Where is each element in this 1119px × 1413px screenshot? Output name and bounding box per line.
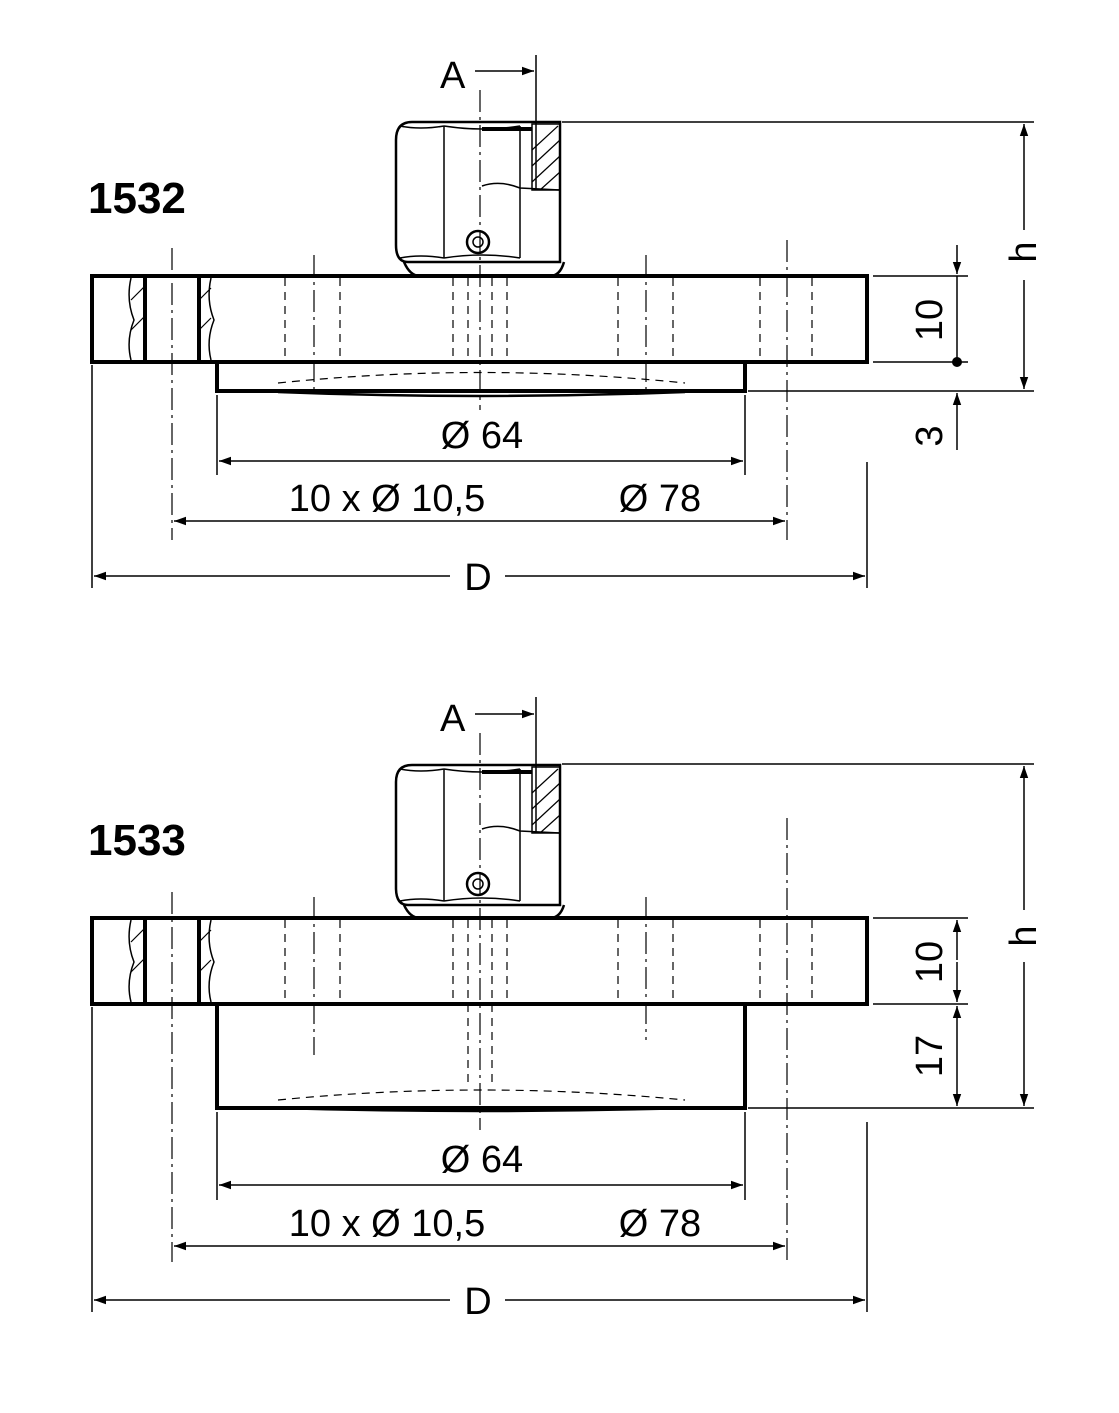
- outer-diameter-label: D: [464, 557, 491, 599]
- hex-nut: [394, 763, 566, 920]
- center-lines: [171, 90, 788, 540]
- bolt-circle-label: Ø 78: [619, 478, 701, 520]
- drawing-1532: 1532: [88, 55, 1045, 599]
- bottom-dimensions: Ø 64 10 x Ø 10,5 Ø 78 D: [91, 365, 868, 599]
- spigot: [215, 1004, 747, 1113]
- spigot-height-label: 3: [909, 425, 951, 446]
- flange-thickness-label: 10: [909, 299, 951, 341]
- drawing-1533: 1533: [88, 697, 1045, 1323]
- inner-diameter-label: Ø 64: [441, 1139, 523, 1181]
- h-label: h: [1003, 241, 1045, 262]
- model-label: 1532: [88, 174, 186, 223]
- inner-diameter-label: Ø 64: [441, 415, 523, 457]
- spigot-height-label: 17: [909, 1035, 951, 1077]
- bottom-dimensions: Ø 64 10 x Ø 10,5 Ø 78 D: [91, 1007, 868, 1323]
- holes-label: 10 x Ø 10,5: [289, 478, 485, 520]
- center-lines: [171, 733, 788, 1262]
- spigot: [215, 362, 747, 398]
- bolt-circle-label: Ø 78: [619, 1203, 701, 1245]
- holes-label: 10 x Ø 10,5: [289, 1203, 485, 1245]
- right-dimensions: h 10 17: [562, 763, 1045, 1109]
- right-dimensions: h 10 3: [562, 121, 1045, 450]
- dimension-a: A: [440, 55, 537, 190]
- flange-thickness-label: 10: [909, 941, 951, 983]
- a-label: A: [440, 698, 466, 740]
- dimension-a: A: [440, 697, 537, 832]
- model-label: 1533: [88, 816, 186, 865]
- outer-diameter-label: D: [464, 1281, 491, 1323]
- h-label: h: [1003, 925, 1045, 946]
- a-label: A: [440, 55, 466, 97]
